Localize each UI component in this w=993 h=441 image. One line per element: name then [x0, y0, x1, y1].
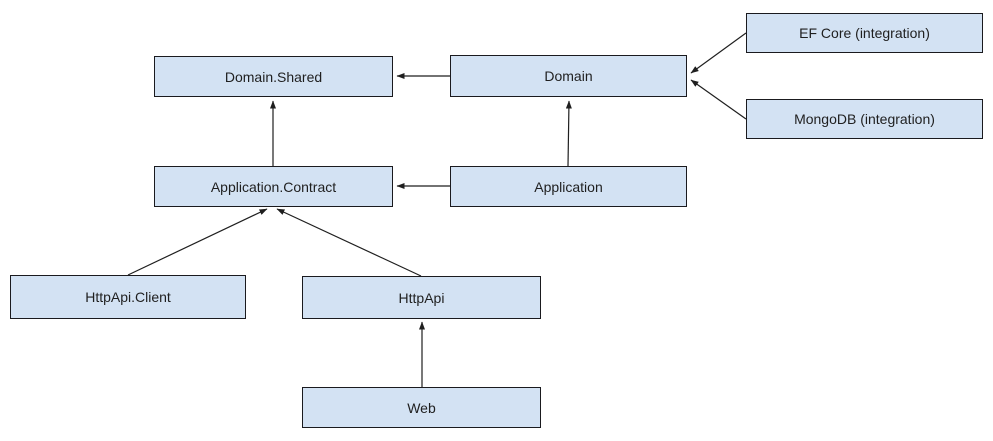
node-ef-core: EF Core (integration): [746, 13, 983, 53]
node-httpapi-label: HttpApi: [398, 289, 445, 306]
node-application-contract-label: Application.Contract: [210, 178, 337, 195]
node-domain-shared: Domain.Shared: [154, 56, 393, 97]
node-web: Web: [302, 387, 541, 428]
node-httpapi-client: HttpApi.Client: [10, 275, 246, 319]
node-application-contract: Application.Contract: [154, 166, 393, 207]
edge-ef-core-to-domain: [690, 32, 747, 74]
edge-mongodb-to-domain: [690, 79, 747, 120]
edge-httpapi-client-to-application-contract: [127, 208, 268, 276]
node-domain-label: Domain: [544, 68, 593, 84]
node-ef-core-label: EF Core (integration): [799, 25, 930, 41]
node-application: Application: [450, 166, 687, 207]
node-web-label: Web: [407, 399, 436, 416]
node-mongodb-label: MongoDB (integration): [794, 111, 935, 127]
edge-application-to-domain: [565, 100, 572, 167]
node-httpapi: HttpApi: [302, 276, 541, 319]
node-domain-shared-label: Domain.Shared: [224, 68, 323, 85]
node-domain: Domain: [450, 55, 687, 97]
node-mongodb: MongoDB (integration): [746, 99, 983, 139]
node-application-label: Application: [534, 178, 603, 195]
node-httpapi-client-label: HttpApi.Client: [85, 289, 171, 305]
edge-httpapi-to-application-contract: [276, 208, 422, 277]
